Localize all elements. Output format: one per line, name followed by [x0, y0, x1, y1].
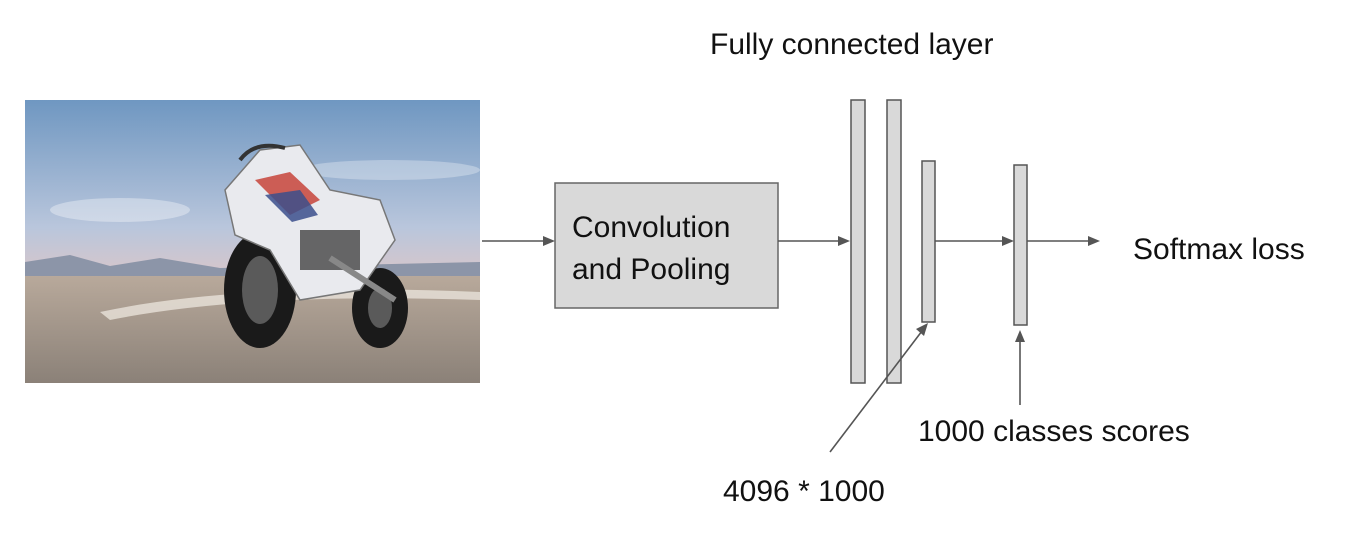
pointer-weights	[829, 323, 928, 453]
conv-label-line2: and Pooling	[572, 253, 730, 286]
arrow-fc-to-scores	[935, 236, 1014, 246]
fc-layer-bar-1	[850, 99, 866, 384]
fc-layers	[850, 99, 936, 384]
conv-pooling-box: Convolution and Pooling	[554, 182, 779, 309]
scores-layer-bar	[1013, 164, 1028, 326]
arrow-conv-to-fc	[778, 236, 850, 246]
input-motorcycle-image	[25, 100, 480, 383]
fc-layer-title: Fully connected layer	[710, 28, 993, 61]
fc-layer-bar-3	[921, 160, 936, 323]
conv-label-line1: Convolution	[572, 211, 730, 244]
classes-scores-label: 1000 classes scores	[918, 415, 1190, 448]
motorcycle-icon	[224, 143, 408, 348]
fc-layer-bar-2	[886, 99, 902, 384]
arrow-image-to-conv	[482, 236, 555, 246]
softmax-loss-label: Softmax loss	[1133, 233, 1305, 266]
arrow-scores-to-softmax	[1027, 236, 1100, 246]
weights-label: 4096 * 1000	[723, 475, 885, 508]
pointer-scores	[1015, 330, 1025, 405]
